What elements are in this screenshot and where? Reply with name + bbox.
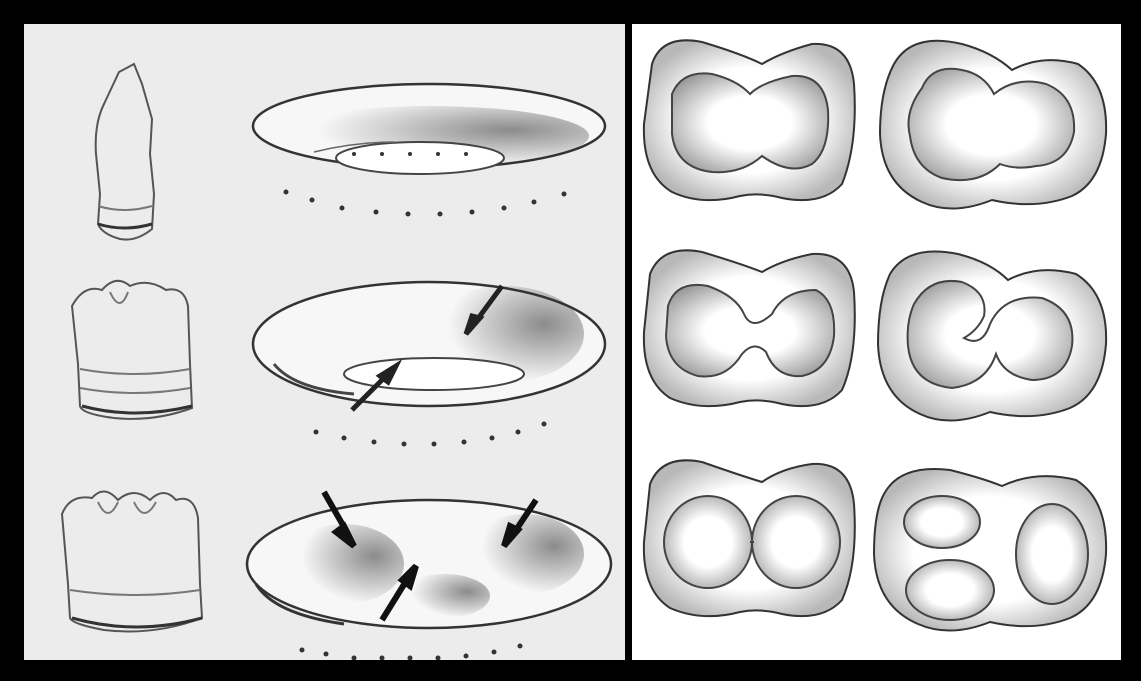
molar-crown-icon [62, 491, 202, 631]
cross-section-three-lobed-connected [880, 41, 1106, 209]
dot-row-2 [314, 422, 547, 447]
cross-section-three-lobed-partial-bridge [878, 252, 1106, 421]
root-formation-drawing [24, 24, 625, 660]
root-formation-panel [24, 24, 625, 660]
cross-section-two-lobed-narrow-bridge [644, 250, 855, 406]
root-cross-section-panel [632, 24, 1121, 660]
shallow-follicle-icon [253, 84, 605, 174]
cross-section-drawing [632, 24, 1121, 660]
premolar-crown-icon [72, 281, 192, 419]
cross-section-two-lobed-connected [644, 40, 855, 200]
follicle-with-ingrowth-icon [253, 282, 605, 406]
cross-section-two-lobed-separated [644, 460, 855, 616]
cross-section-three-lobed-separated [874, 469, 1106, 631]
incisor-crown-icon [96, 64, 154, 240]
follicle-with-multiple-ingrowths-icon [247, 500, 611, 628]
dot-row-3 [300, 644, 523, 661]
